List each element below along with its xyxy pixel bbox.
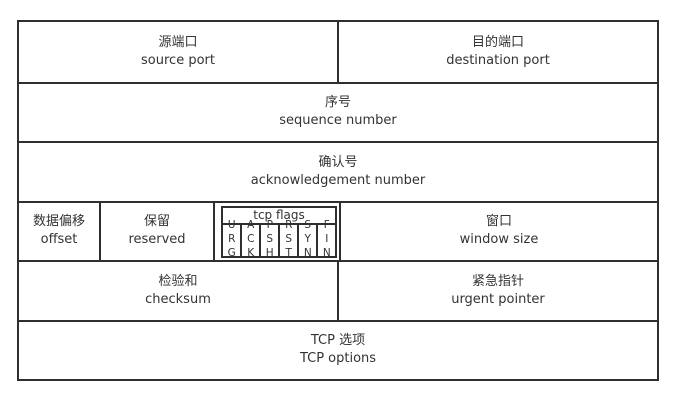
field-source-port: 源端口 source port (19, 22, 337, 82)
destination-port-label-zh: 目的端口 (471, 34, 524, 50)
source-port-label-en: source port (141, 52, 215, 68)
offset-label-en: offset (40, 232, 78, 248)
source-port-label-zh: 源端口 (158, 34, 198, 50)
checksum-label-en: checksum (145, 291, 211, 307)
tcp-flags-box: tcp flags URG ACK PSH RST SYN FIN (221, 205, 337, 262)
row-offset-reserved-flags-window: 数据偏移 offset 保留 reserved tcp flags URG AC… (19, 200, 657, 262)
field-urgent-pointer: 紧急指针 urgent pointer (337, 262, 657, 320)
field-offset: 数据偏移 offset (19, 203, 99, 261)
row-acknowledgement-number: 确认号 acknowledgement number (19, 141, 657, 201)
checksum-label-zh: 检验和 (158, 273, 198, 289)
flag-psh: PSH (259, 219, 278, 261)
field-reserved: 保留 reserved (99, 202, 213, 260)
tcp-options-label-zh: TCP 选项 (310, 333, 366, 349)
field-window-size: 窗口 window size (339, 202, 657, 260)
sequence-number-label-zh: 序号 (324, 95, 351, 111)
reserved-label-zh: 保留 (143, 214, 170, 230)
field-tcp-options: TCP 选项 TCP options (19, 322, 657, 380)
row-ports: 源端口 source port 目的端口 destination port (19, 22, 657, 82)
flag-fin: FIN (316, 219, 335, 261)
row-tcp-options: TCP 选项 TCP options (19, 319, 657, 380)
urgent-pointer-label-zh: 紧急指针 (471, 273, 524, 289)
flag-ack: ACK (240, 219, 259, 261)
destination-port-label-en: destination port (446, 52, 550, 68)
field-acknowledgement-number: 确认号 acknowledgement number (19, 143, 657, 201)
field-destination-port: 目的端口 destination port (337, 22, 657, 82)
tcp-options-label-en: TCP options (299, 351, 377, 367)
flag-rst: RST (278, 219, 297, 261)
field-tcp-flags: tcp flags URG ACK PSH RST SYN FIN (213, 202, 339, 262)
flag-syn: SYN (297, 219, 316, 261)
window-size-label-en: window size (459, 232, 539, 248)
tcp-flags-columns: URG ACK PSH RST SYN FIN (223, 219, 335, 262)
urgent-pointer-label-en: urgent pointer (451, 291, 545, 307)
sequence-number-label-en: sequence number (279, 113, 397, 129)
row-sequence-number: 序号 sequence number (19, 81, 657, 142)
reserved-label-en: reserved (128, 232, 186, 248)
window-size-label-zh: 窗口 (485, 214, 512, 230)
field-sequence-number: 序号 sequence number (19, 84, 657, 142)
offset-label-zh: 数据偏移 (32, 214, 85, 230)
acknowledgement-number-label-en: acknowledgement number (250, 172, 426, 188)
flag-urg: URG (225, 219, 238, 262)
tcp-flags-title: tcp flags (223, 208, 335, 225)
row-checksum-urgent-pointer: 检验和 checksum 紧急指针 urgent pointer (19, 260, 657, 320)
field-checksum: 检验和 checksum (19, 262, 337, 320)
acknowledgement-number-label-zh: 确认号 (318, 154, 358, 170)
tcp-header-table: 源端口 source port 目的端口 destination port 序号… (17, 20, 659, 381)
